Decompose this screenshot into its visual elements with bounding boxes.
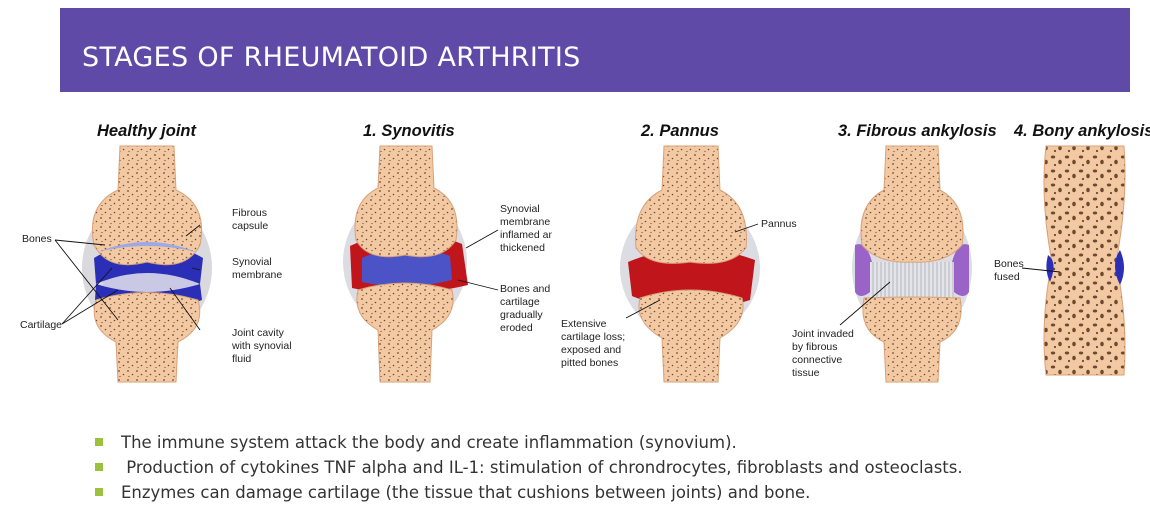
bullet-square-icon [95, 488, 103, 496]
bullet-item: Production of cytokines TNF alpha and IL… [95, 455, 963, 480]
fused-bones [1044, 146, 1125, 375]
healthy-joint [55, 146, 212, 382]
bullet-square-icon [95, 438, 103, 446]
upper-bone [861, 146, 963, 262]
bullet-text: Enzymes can damage cartilage (the tissue… [121, 483, 810, 502]
label-cartilage-loss: Extensive cartilage loss; exposed and pi… [561, 318, 625, 370]
fibrous-ankylosis-joint [840, 146, 972, 382]
fibrous-connective-tissue [870, 262, 954, 298]
upper-bone [636, 146, 747, 263]
upper-bone [92, 146, 201, 265]
lower-bone [357, 283, 453, 382]
bullet-text: The immune system attack the body and cr… [121, 433, 737, 452]
label-bones: Bones [22, 233, 52, 246]
bullet-item: Enzymes can damage cartilage (the tissue… [95, 480, 963, 505]
bony-ankylosis-joint [1022, 146, 1125, 375]
lower-bone [863, 297, 961, 382]
label-joint-cavity: Joint cavity with synovial fluid [232, 327, 292, 366]
synovitis-joint [343, 146, 498, 382]
pannus-joint [620, 146, 760, 382]
label-joint-invaded: Joint invaded by fibrous connective tiss… [792, 328, 854, 380]
label-bones-fused: Bones fused [994, 258, 1024, 284]
label-pannus: Pannus [761, 218, 797, 231]
label-synovial-membrane: Synovial membrane [232, 256, 282, 282]
lower-bone [639, 290, 743, 382]
bullet-item: The immune system attack the body and cr… [95, 430, 963, 455]
label-fibrous-capsule: Fibrous capsule [232, 207, 268, 233]
bullet-list: The immune system attack the body and cr… [95, 430, 963, 505]
label-cartilage: Cartilage [20, 319, 62, 332]
upper-bone [355, 146, 457, 257]
label-bones-eroded: Bones and cartilage gradually eroded [500, 283, 552, 335]
bullet-square-icon [95, 463, 103, 471]
bullet-text: Production of cytokines TNF alpha and IL… [121, 458, 963, 477]
label-synovial-inflamed: Synovial membrane inflamed and thickened [500, 203, 552, 255]
lower-bone [94, 293, 200, 383]
